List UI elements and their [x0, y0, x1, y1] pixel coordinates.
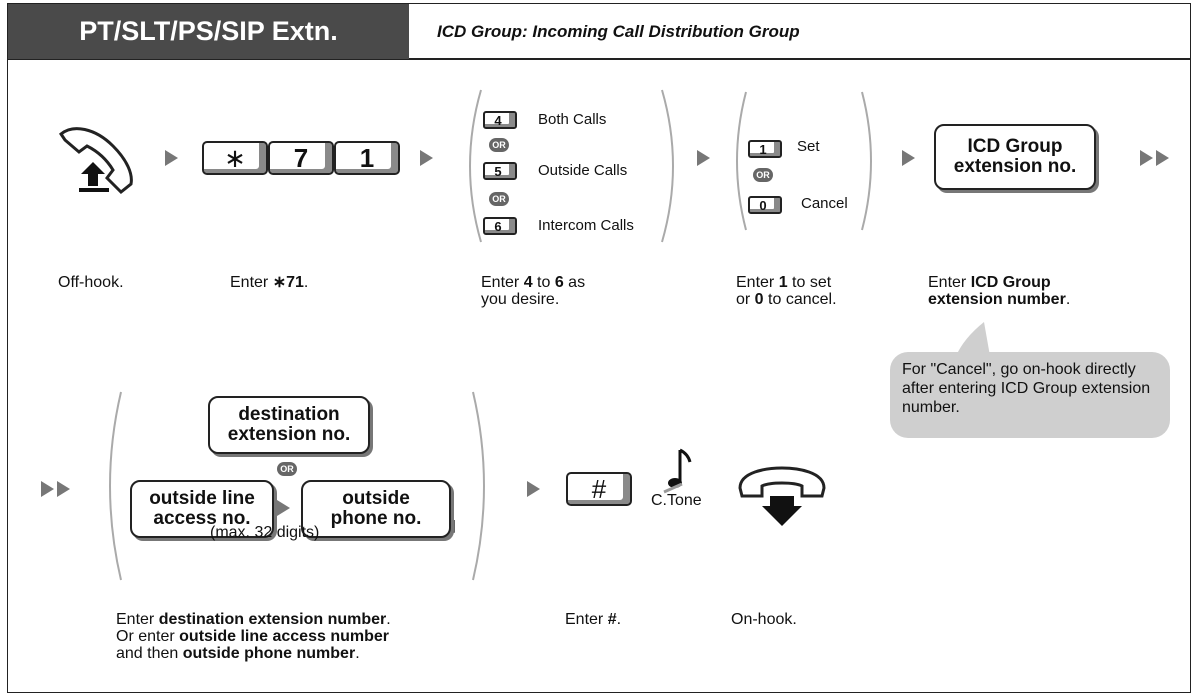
flow-arrow: [902, 150, 915, 166]
page-subtitle: ICD Group: Incoming Call Distribution Gr…: [437, 22, 800, 41]
confirmation-tone-label: C.Tone: [651, 492, 702, 509]
flow-arrow: [165, 150, 178, 166]
or-badge: OR: [489, 192, 509, 206]
flow-arrow: [57, 481, 70, 497]
options-bracket: [469, 89, 674, 243]
flow-arrow: [1156, 150, 1169, 166]
flow-arrow: [420, 150, 433, 166]
off-hook-handset-icon: [59, 127, 133, 195]
key-1[interactable]: 1: [748, 140, 782, 158]
key-4[interactable]: 4: [483, 111, 517, 129]
destination-extension-box: destination extension no.: [208, 396, 370, 454]
one-key[interactable]: 1: [334, 141, 400, 175]
header-bar: [7, 3, 1191, 60]
flow-arrow: [1140, 150, 1153, 166]
or-badge: OR: [489, 138, 509, 152]
flow-arrow: [277, 500, 290, 516]
caption-enter-destination: Enter destination extension number.Or en…: [116, 611, 391, 662]
or-badge: OR: [753, 168, 773, 182]
max-digits-note: (max. 32 digits): [210, 524, 320, 541]
key-0[interactable]: 0: [748, 196, 782, 214]
hash-key[interactable]: #: [566, 472, 632, 506]
caption-on-hook: On-hook.: [731, 611, 797, 628]
key-5[interactable]: 5: [483, 162, 517, 180]
set-cancel-bracket: [736, 91, 872, 231]
option-cancel: Cancel: [801, 195, 848, 212]
or-badge: OR: [277, 462, 297, 476]
seven-key[interactable]: 7: [268, 141, 334, 175]
music-note-icon: [663, 448, 692, 494]
outside-line-access-box: outside line access no.: [130, 480, 274, 538]
option-both-calls: Both Calls: [538, 111, 607, 128]
flow-arrow: [527, 481, 540, 497]
option-outside-calls: Outside Calls: [538, 162, 628, 179]
cancel-note: For "Cancel", go on-hook directly after …: [890, 352, 1170, 438]
key-6[interactable]: 6: [483, 217, 517, 235]
star-key[interactable]: ∗: [202, 141, 268, 175]
option-set: Set: [797, 138, 820, 155]
caption-enter-star71: Enter ∗71.: [230, 274, 309, 291]
caption-enter-hash: Enter #.: [565, 611, 622, 628]
extension-type-tag: PT/SLT/PS/SIP Extn.: [8, 4, 409, 59]
outside-phone-box: outside phone no.: [301, 480, 451, 538]
note-bubble-tail: [956, 322, 990, 356]
icd-group-extension-box: ICD Group extension no.: [934, 124, 1096, 190]
on-hook-handset-icon: [738, 466, 826, 526]
caption-off-hook: Off-hook.: [58, 274, 124, 291]
flow-arrow: [697, 150, 710, 166]
flow-arrow: [41, 481, 54, 497]
option-intercom-calls: Intercom Calls: [538, 217, 634, 234]
